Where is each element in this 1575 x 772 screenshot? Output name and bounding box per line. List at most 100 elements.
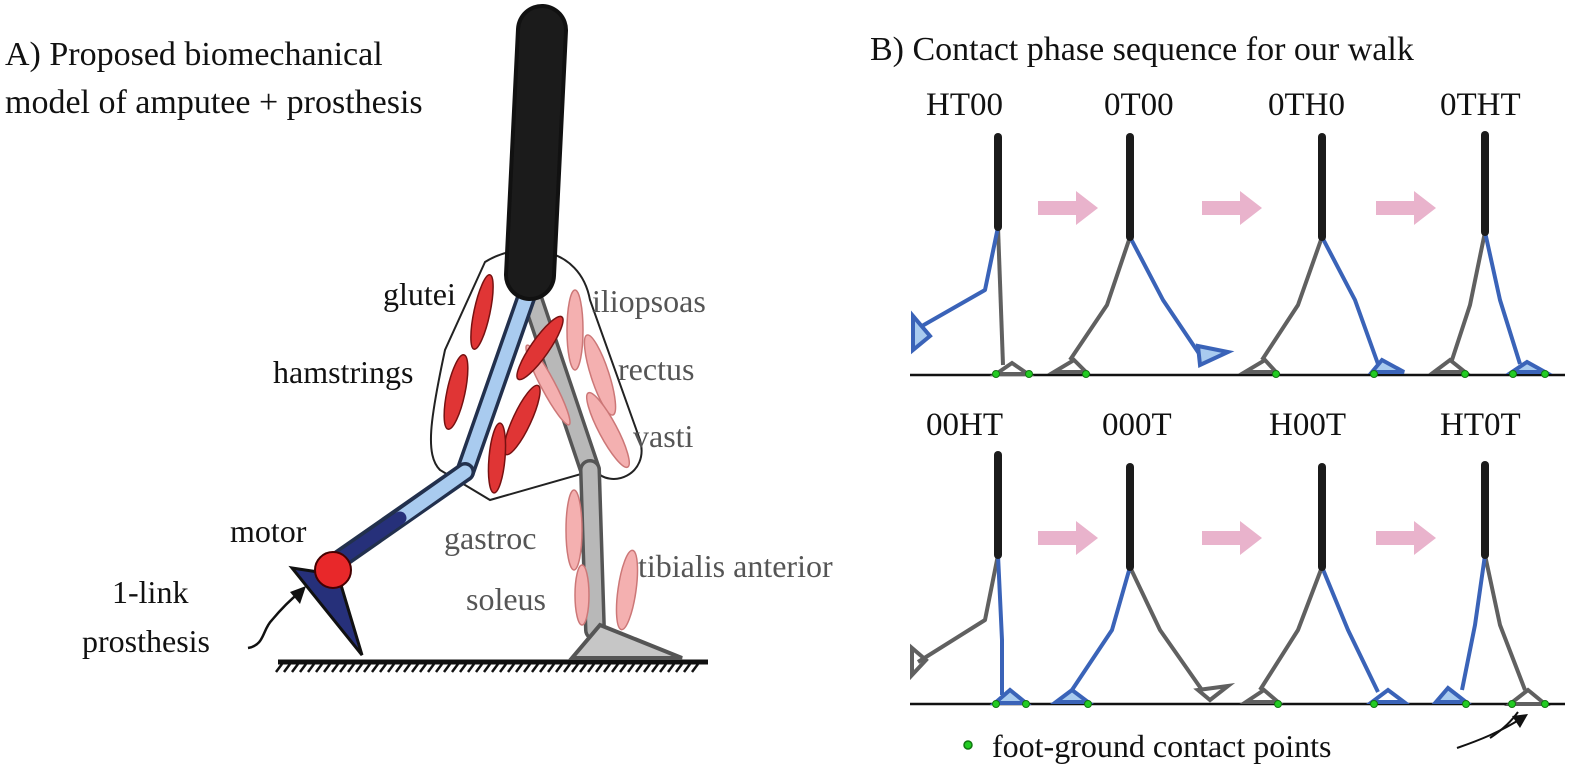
ground-hatch-mark (291, 663, 299, 673)
ground-hatch-mark (355, 663, 363, 673)
contact-point (1084, 700, 1092, 708)
legend-contact-point-icon (963, 740, 973, 750)
ground-hatch-mark (635, 663, 643, 673)
foot (1504, 687, 1551, 706)
phase-label-r2-3: H00T (1269, 407, 1346, 443)
legend: foot-ground contact points (963, 711, 1528, 764)
contact-point (1272, 370, 1280, 378)
ground-hatch-mark (427, 663, 435, 673)
prosthetic-leg (288, 285, 537, 656)
panel-a-title-line1: A) Proposed biomechanical (5, 36, 383, 73)
ground-hatch-mark (499, 663, 507, 673)
ground-hatch-mark (611, 663, 619, 673)
walk-figure (1428, 131, 1553, 378)
walk-figure (911, 133, 1035, 378)
leg-segment (1068, 236, 1132, 362)
ground-hatch-mark (579, 663, 587, 673)
ground-hatch-mark (667, 663, 675, 673)
ground-hatch-mark (491, 663, 499, 673)
ground-hatch-mark (571, 663, 579, 673)
leg-segment (1483, 554, 1527, 691)
leg-segment (1320, 236, 1380, 365)
contact-point (1025, 370, 1033, 378)
legend-pointer-arrow (1456, 717, 1523, 749)
label-iliopsoas: iliopsoas (592, 283, 706, 319)
ground-hatch-mark (531, 663, 539, 673)
leg-segment (996, 554, 1004, 695)
contact-point (1462, 700, 1470, 708)
ground-hatch-mark (563, 663, 571, 673)
foot (911, 310, 933, 355)
ground-hatch-mark (403, 663, 411, 673)
label-tibialis: tibialis anterior (638, 548, 833, 584)
label-vasti: vasti (633, 418, 694, 454)
ground-hatch-mark (555, 663, 563, 673)
ground-hatch-mark (315, 663, 323, 673)
intact-foot (567, 622, 683, 660)
ground-hatch-mark (443, 663, 451, 673)
ground-hatch-mark (331, 663, 339, 673)
foot (1431, 685, 1472, 704)
ground-hatch-mark (603, 663, 611, 673)
ground-hatch-mark (467, 663, 475, 673)
contact-point (1370, 370, 1378, 378)
label-prosthesis-line2: prosthesis (82, 623, 210, 659)
label-hamstrings: hamstrings (273, 354, 413, 390)
ground-hatch-mark (539, 663, 547, 673)
walk-figure (1239, 463, 1410, 708)
contact-point (1022, 700, 1030, 708)
leg-segment (1070, 566, 1132, 692)
leg-segment (914, 226, 1000, 332)
ground-hatch-mark (347, 663, 355, 673)
contact-point (992, 700, 1000, 708)
foot (1195, 343, 1235, 368)
label-soleus: soleus (466, 581, 546, 617)
walk-figures (910, 131, 1553, 708)
leg-segment (1258, 566, 1324, 692)
foot (910, 643, 929, 681)
phase-label-r1-2: 0T00 (1104, 87, 1174, 123)
ground-hatch-mark (683, 663, 691, 673)
ground-hatch-mark (323, 663, 331, 673)
panel-b-title: B) Contact phase sequence for our walk (870, 31, 1414, 68)
walk-figure (1431, 461, 1551, 708)
ground-hatch-mark (523, 663, 531, 673)
phase-transition-arrow (1038, 521, 1098, 555)
rectus-muscle (583, 334, 617, 416)
ground-hatch-mark (483, 663, 491, 673)
ground-hatch-mark (307, 663, 315, 673)
phase-transition-arrow (1038, 191, 1098, 225)
ground-hatch-mark (547, 663, 555, 673)
ground-hatch-mark (659, 663, 667, 673)
ground-hatch-mark (459, 663, 467, 673)
prosthetic-side-muscles (443, 274, 564, 494)
foot (1050, 687, 1094, 704)
panel-a: A) Proposed biomechanical model of amput… (5, 4, 833, 673)
ground-hatch-mark (275, 663, 283, 673)
label-prosthesis-line1: 1-link (112, 574, 188, 610)
label-motor: motor (230, 513, 307, 549)
phase-label-r2-1: 00HT (926, 407, 1003, 443)
hamstrings-muscle (443, 354, 469, 430)
motor (314, 551, 352, 589)
ground-hatch-mark (587, 663, 595, 673)
soleus-muscle (574, 564, 590, 626)
panel-b: B) Contact phase sequence for our walk H… (870, 31, 1565, 764)
phase-label-r1-4: 0THT (1440, 87, 1521, 123)
intact-leg (519, 281, 683, 660)
foot (1237, 357, 1281, 374)
foot (1366, 687, 1410, 704)
ground-hatch-mark (507, 663, 515, 673)
foot (1367, 357, 1405, 374)
walk-figure (910, 451, 1032, 708)
label-rectus: rectus (618, 351, 694, 387)
contact-point (1370, 700, 1378, 708)
phase-transition-arrow (1202, 191, 1262, 225)
tibialis-muscle (615, 549, 639, 631)
foot (1239, 687, 1284, 704)
phase-label-r1-3: 0TH0 (1268, 87, 1345, 123)
foot (989, 360, 1035, 376)
ground-hatch-mark (451, 663, 459, 673)
ground-hatch-mark (643, 663, 651, 673)
